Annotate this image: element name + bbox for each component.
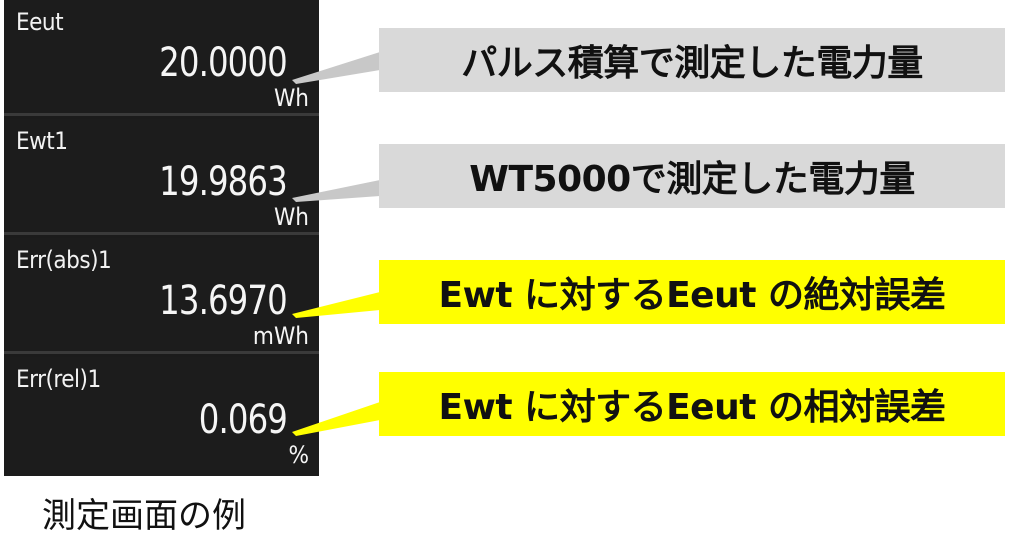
figure-caption: 測定画面の例	[42, 496, 246, 536]
cell-label: Err(abs)1	[16, 246, 112, 274]
cell-label: Err(rel)1	[16, 365, 101, 393]
callout-pulse-energy: パルス積算で測定した電力量	[379, 28, 1005, 92]
cell-label: Eeut	[16, 8, 64, 36]
callout-relative-error: Ewt に対するEeut の相対誤差	[379, 372, 1005, 436]
cell-value: 0.069	[198, 397, 288, 443]
cell-unit: Wh	[273, 84, 309, 112]
measurement-cell-err-abs: Err(abs)1 13.6970 mWh	[4, 238, 319, 354]
cell-label: Ewt1	[16, 127, 68, 155]
cell-unit: Wh	[273, 203, 309, 231]
measurement-display-panel: Eeut 20.0000 Wh Ewt1 19.9863 Wh Err(abs)…	[4, 0, 319, 476]
cell-unit: mWh	[252, 322, 309, 350]
measurement-cell-eeut: Eeut 20.0000 Wh	[4, 0, 319, 116]
cell-value: 20.0000	[159, 40, 288, 86]
cell-value: 13.6970	[159, 278, 288, 324]
measurement-cell-ewt1: Ewt1 19.9863 Wh	[4, 119, 319, 235]
cell-unit: %	[288, 441, 309, 469]
measurement-cell-err-rel: Err(rel)1 0.069 %	[4, 357, 319, 476]
callout-wt5000-energy: WT5000で測定した電力量	[379, 144, 1005, 208]
cell-value: 19.9863	[159, 159, 288, 205]
callout-absolute-error: Ewt に対するEeut の絶対誤差	[379, 260, 1005, 324]
